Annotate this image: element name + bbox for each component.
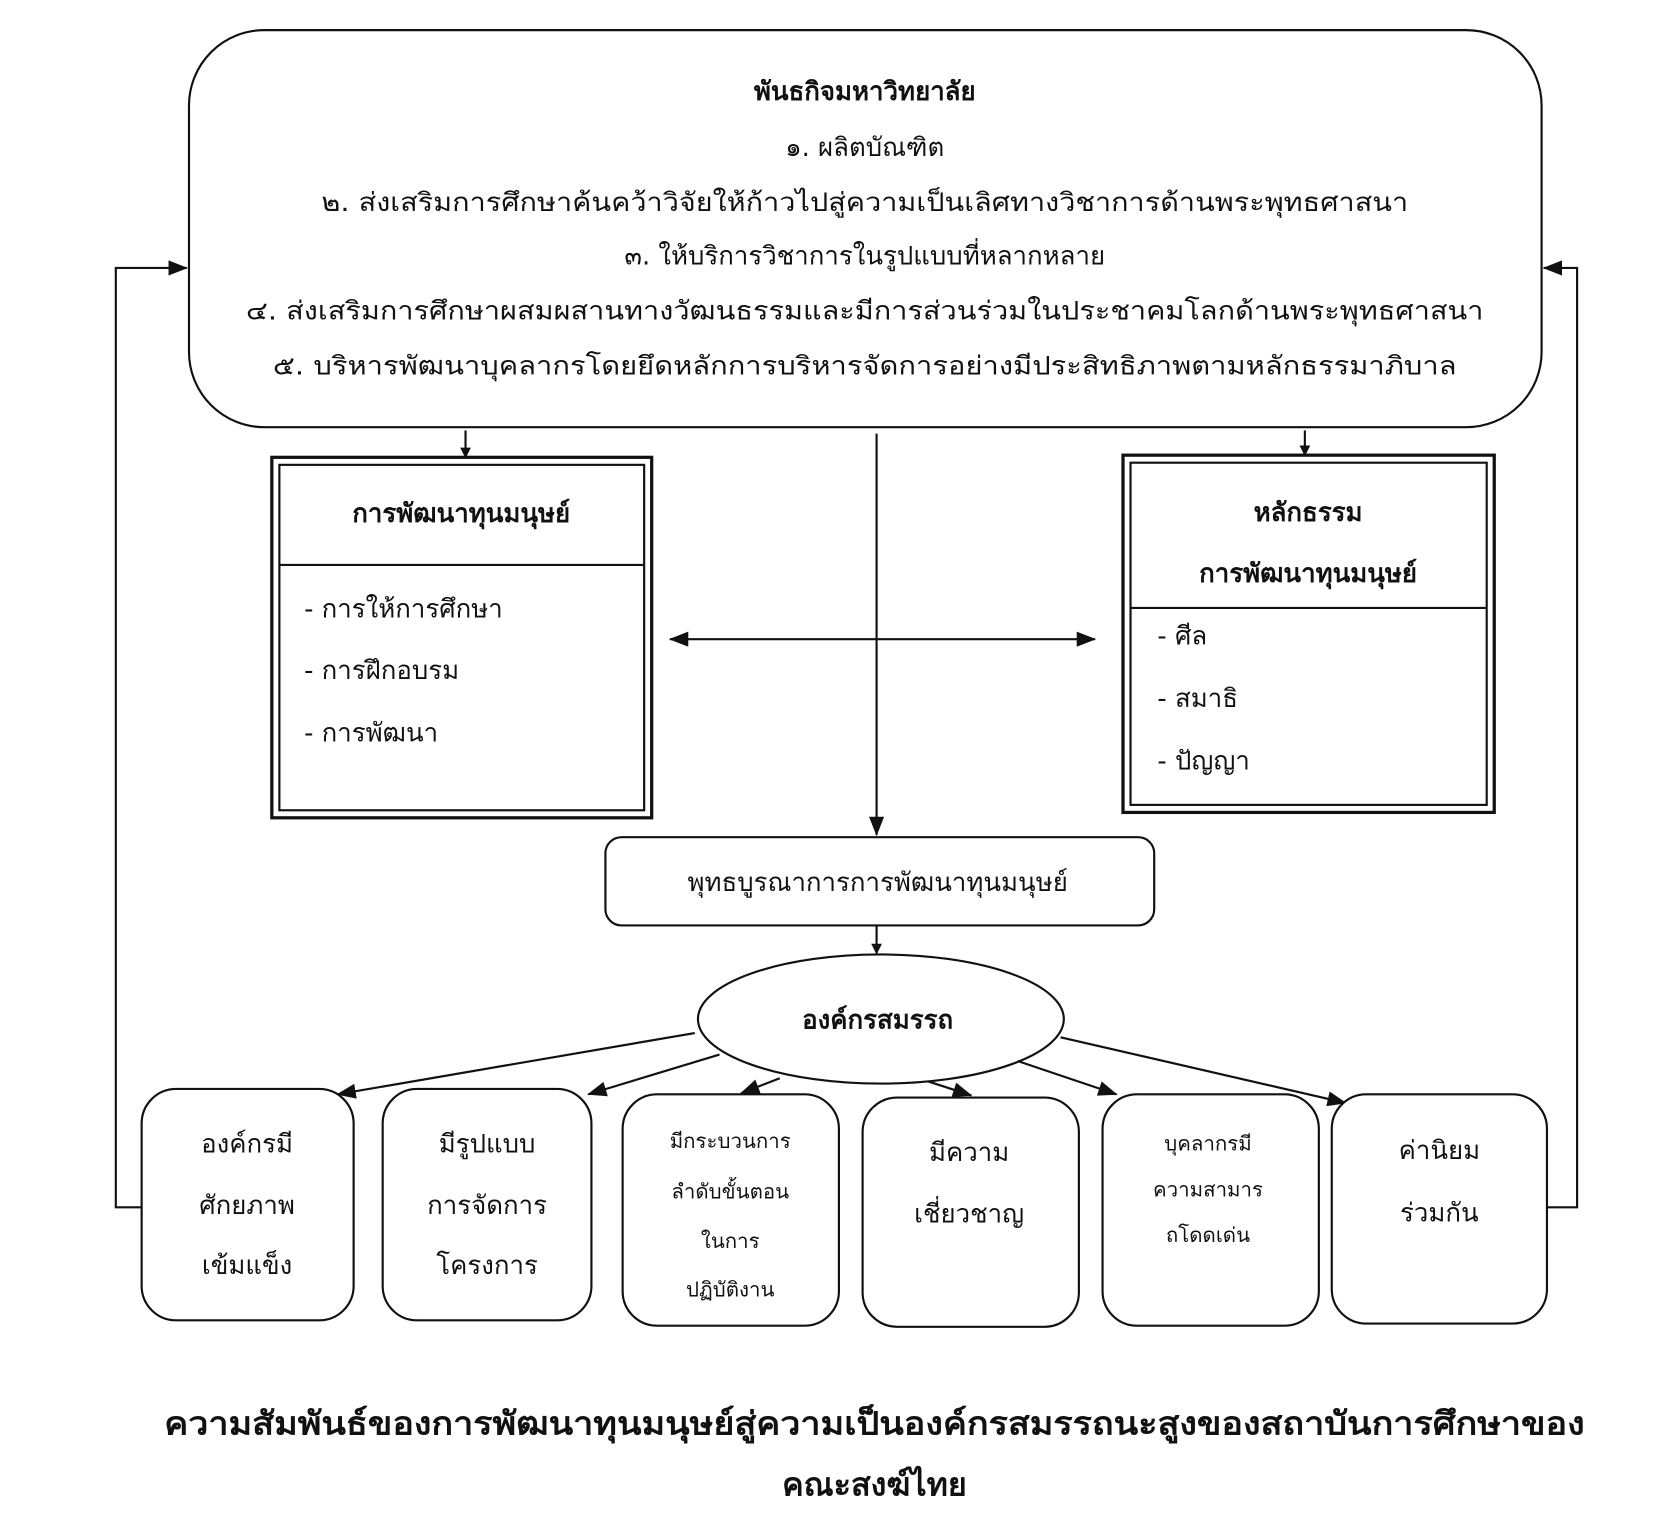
outcome-text: ค่านิยม	[1399, 1136, 1481, 1166]
human-capital-item: - การฝึกอบรม	[304, 656, 459, 686]
outcome-text: ปฏิบัติงาน	[686, 1278, 774, 1302]
human-capital-item: - การพัฒนา	[304, 718, 438, 748]
competent-org-label: องค์กรสมรรถ	[802, 1005, 953, 1036]
mission-item: ๓. ให้บริการวิชาการในรูปแบบที่หลากหลาย	[624, 238, 1105, 272]
outcome-box-3: มีกระบวนการ ลำดับขั้นตอน ในการ ปฏิบัติงา…	[621, 1093, 840, 1327]
mission-item: ๒. ส่งเสริมการศึกษาค้นคว้าวิจัยให้ก้าวไป…	[321, 186, 1408, 218]
mission-item: ๑. ผลิตบัณฑิต	[785, 133, 944, 163]
outcome-text: ความสามาร	[1153, 1178, 1263, 1202]
integration-label: พุทธบูรณาการการพัฒนาทุนมนุษย์	[687, 868, 1067, 898]
outcome-text: มีรูปแบบ	[439, 1129, 536, 1159]
mission-item: ๕. บริหารพัฒนาบุคลากรโดยยึดหลักการบริหาร…	[273, 351, 1457, 381]
outcome-text: องค์กรมี	[201, 1129, 293, 1159]
dhamma-item: - ปัญญา	[1157, 746, 1249, 776]
outcome-text: เข้มแข็ง	[202, 1249, 292, 1281]
outcome-text: ถโดดเด่น	[1166, 1223, 1250, 1247]
arrow-to-outcome	[1060, 1036, 1347, 1107]
mission-box: พันธกิจมหาวิทยาลัย ๑. ผลิตบัณฑิต ๒. ส่งเ…	[187, 29, 1543, 429]
outcome-text: เชี่ยวชาญ	[914, 1195, 1024, 1229]
outcome-box-4: มีความ เชี่ยวชาญ	[861, 1096, 1080, 1328]
mission-item: ๔. ส่งเสริมการศึกษาผสมผสานทางวัฒนธรรมและ…	[246, 297, 1483, 327]
outcome-text: ลำดับขั้นตอน	[671, 1177, 789, 1204]
dhamma-box: หลักธรรม การพัฒนาทุนมนุษย์ - ศีล - สมาธิ…	[1121, 453, 1496, 815]
outcome-text: มีความ	[929, 1138, 1009, 1168]
outcome-text: การจัดการ	[427, 1191, 547, 1221]
outcome-text: บุคลากรมี	[1164, 1131, 1251, 1156]
dhamma-item: - ศีล	[1157, 622, 1207, 652]
arrow-to-outcome	[1017, 1059, 1118, 1096]
dhamma-title: การพัฒนาทุนมนุษย์	[1199, 558, 1417, 590]
feedback-arrow-left	[114, 260, 188, 1209]
outcome-box-2: มีรูปแบบ การจัดการ โครงการ	[381, 1087, 593, 1322]
human-capital-item: - การให้การศึกษา	[304, 595, 503, 625]
arrow-to-outcome	[739, 1077, 781, 1095]
dhamma-item: - สมาธิ	[1157, 684, 1238, 714]
feedback-arrow-right	[1542, 260, 1579, 1209]
outcome-box-1: องค์กรมี ศักยภาพ เข้มแข็ง	[140, 1087, 355, 1322]
dhamma-title: หลักธรรม	[1254, 498, 1363, 528]
mission-title: พันธกิจมหาวิทยาลัย	[754, 77, 976, 107]
arrow-to-outcome	[587, 1053, 720, 1097]
outcome-box-5: บุคลากรมี ความสามาร ถโดดเด่น	[1101, 1093, 1320, 1327]
outcome-text: ในการ	[701, 1229, 760, 1253]
caption-line-2: คณะสงฆ์ไทย	[782, 1466, 967, 1504]
outcome-box-6: ค่านิยม ร่วมกัน	[1330, 1093, 1549, 1325]
human-capital-box: การพัฒนาทุนมนุษย์ - การให้การศึกษา - การ…	[270, 455, 654, 820]
caption-line-1: ความสัมพันธ์ของการพัฒนาทุนมนุษย์สู่ความเ…	[164, 1403, 1584, 1444]
outcome-text: ศักยภาพ	[199, 1191, 295, 1221]
human-capital-title: การพัฒนาทุนมนุษย์	[352, 498, 570, 530]
competent-org-ellipse: องค์กรสมรรถ	[696, 953, 1065, 1085]
outcome-text: ร่วมกัน	[1400, 1198, 1479, 1228]
outcome-text: มีกระบวนการ	[670, 1129, 791, 1153]
arrow-to-outcome	[336, 1031, 695, 1099]
integration-box: พุทธบูรณาการการพัฒนาทุนมนุษย์	[604, 836, 1156, 927]
outcome-text: โครงการ	[436, 1251, 538, 1281]
arrow-to-outcome	[927, 1080, 973, 1097]
